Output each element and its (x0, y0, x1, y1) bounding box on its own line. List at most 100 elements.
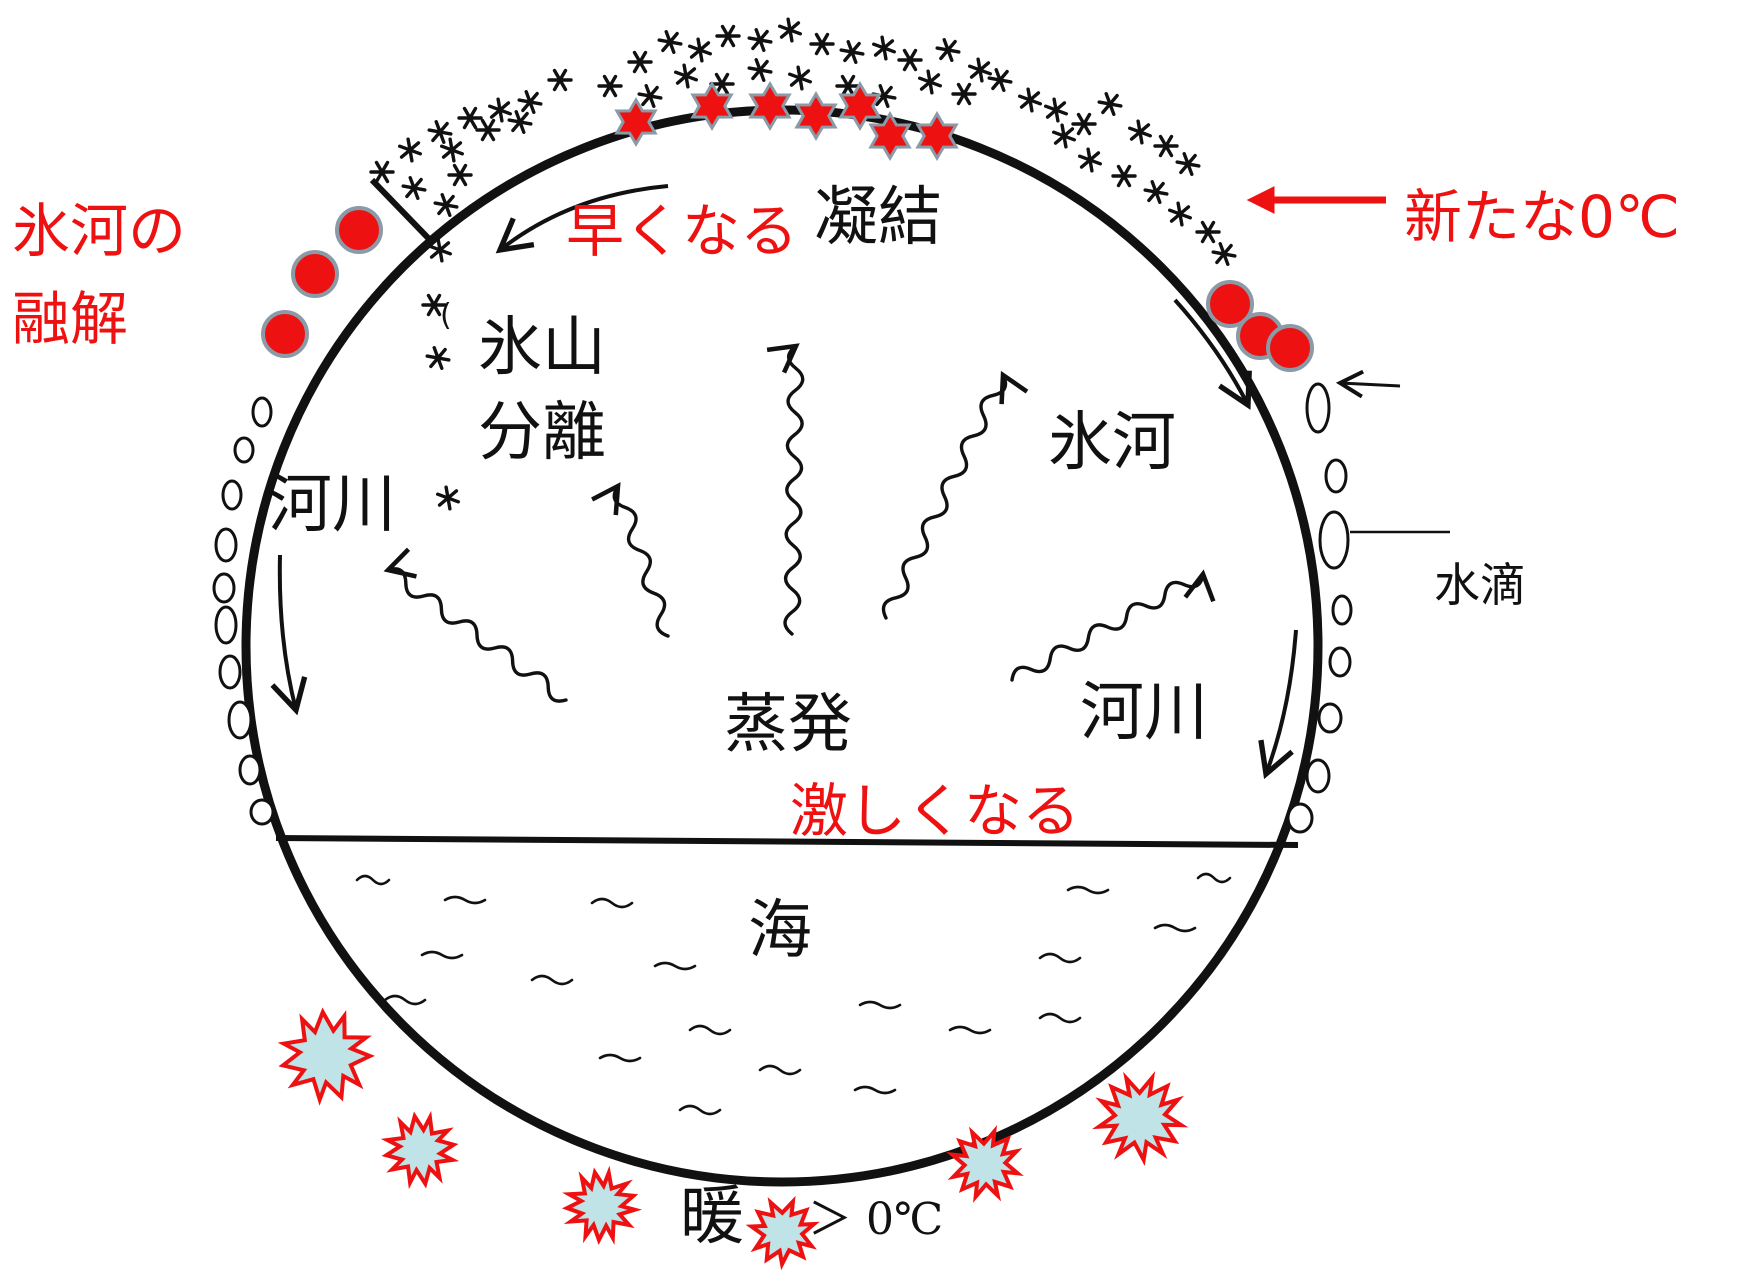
red-star-icon (868, 111, 912, 161)
glacier-flow-arrow-left (495, 184, 669, 254)
snowflake-icon (657, 29, 683, 55)
label-faster: 早くなる (566, 197, 799, 265)
sea-ripples (355, 872, 1232, 1116)
melting-dot-icon (1266, 324, 1314, 372)
snowflake-icon (1167, 201, 1193, 227)
snowflake-icon (507, 109, 533, 135)
heat-burst-icon (745, 1195, 820, 1271)
heat-burst-icon (946, 1125, 1024, 1203)
heat-burst-icon (380, 1110, 460, 1190)
snowflake-icon (935, 37, 961, 63)
snowflake-icon (597, 74, 623, 98)
snowflake-icon (1043, 97, 1069, 123)
snowflake-icon (1143, 179, 1169, 205)
snowflake-icon (839, 39, 865, 65)
snowflake-icon (1111, 164, 1137, 188)
wavy-arrow-icon (1010, 569, 1216, 682)
water-droplets-left (212, 396, 275, 826)
inflow-arrow (1335, 369, 1401, 399)
label-greater-than-zero: ＞ 0℃ (808, 1194, 944, 1245)
snowflake-icon (835, 74, 861, 98)
snowflake-icon (427, 119, 453, 145)
snowflake-icon (1175, 151, 1201, 177)
red-stars (614, 81, 959, 161)
heat-burst-icon (277, 1007, 375, 1106)
label-water-drop: 水滴 (1434, 558, 1526, 612)
snowflake-icon (967, 57, 993, 83)
heat-bursts (277, 1007, 1189, 1271)
snowflake-icon (547, 68, 573, 92)
label-sea: 海 (748, 894, 812, 968)
snowflake-icon (401, 175, 427, 201)
snowflake-icon (1153, 134, 1179, 158)
heat-burst-icon (1092, 1071, 1189, 1167)
falling-snowflakes: ( (440, 298, 452, 333)
snowflake-icon (777, 17, 803, 43)
red-star-icon (915, 111, 959, 161)
snowflake-icon (425, 345, 451, 371)
water-droplets-right (1286, 382, 1353, 834)
snowflake-icon (475, 118, 501, 142)
wavy-arrow-icon (591, 482, 670, 638)
snowflake-icon (447, 163, 473, 187)
label-iceberg-2: 分離 (478, 396, 606, 470)
snowflake-icon (1127, 119, 1153, 145)
red-star-icon (690, 81, 734, 131)
snowflake-icon (435, 485, 461, 511)
snowflake-icon (627, 50, 653, 74)
snowflake-icon (897, 48, 923, 72)
globe-outline (241, 105, 1323, 1187)
melting-dot-icon (261, 310, 309, 358)
label-glacier-right: 氷河 (1048, 406, 1176, 480)
snowflake-icon (457, 106, 483, 130)
snowflake-icon (951, 82, 977, 106)
heat-burst-icon (561, 1165, 643, 1246)
snowflake-icon (439, 137, 465, 163)
snowflake-icon (715, 24, 741, 48)
snowflake-icon (1195, 220, 1221, 244)
red-star-icon (838, 81, 882, 131)
snowflake-icon (1071, 112, 1097, 136)
svg-text:(: ( (440, 298, 452, 333)
glacier-flow-arrow-right (1173, 298, 1252, 410)
label-river-right: 河川 (1080, 676, 1208, 750)
snowflake-icon (709, 72, 735, 96)
label-evaporation: 蒸発 (724, 688, 852, 762)
label-condensation: 凝結 (814, 181, 942, 255)
glacier-boundary-line (369, 177, 435, 245)
snowflake-icon (637, 83, 663, 109)
snowflake-icon (1051, 123, 1077, 149)
snowflake-icon (809, 32, 835, 56)
snowflake-icon (1211, 241, 1237, 267)
river-flow-arrow-left (270, 554, 308, 716)
snowflake-icon (687, 37, 713, 63)
sea-surface-line (275, 835, 1299, 848)
label-glacier-melt-1: 氷河の (12, 197, 187, 265)
snowflake-icon (747, 57, 773, 83)
red-star-icon (794, 91, 838, 141)
red-star-icon (614, 97, 658, 147)
snowflake-icon (1097, 91, 1123, 117)
melting-dot-icon (335, 206, 383, 254)
snowflake-icon (421, 293, 447, 317)
snowflake-icon (787, 65, 813, 91)
snowflakes (369, 17, 1237, 511)
river-flow-arrow-right (1258, 629, 1298, 780)
snowflake-icon (487, 97, 513, 123)
snowflake-icon (987, 67, 1013, 93)
label-iceberg-1: 氷山 (478, 311, 606, 385)
label-warm: 暖 (680, 1180, 744, 1254)
snowflake-icon (433, 192, 459, 218)
evaporation-arrows (383, 343, 1216, 703)
snowflake-icon (871, 35, 897, 61)
melting-dots (261, 206, 1314, 372)
wavy-arrow-icon (766, 343, 805, 636)
red-star-icon (748, 81, 792, 131)
wavy-arrow-icon (383, 547, 568, 703)
label-new-zero: 新たな0℃ (1404, 183, 1681, 251)
melting-dot-icon (1206, 280, 1254, 328)
snowflake-icon (427, 237, 453, 263)
snowflake-icon (747, 27, 773, 53)
snowflake-icon (369, 160, 395, 184)
